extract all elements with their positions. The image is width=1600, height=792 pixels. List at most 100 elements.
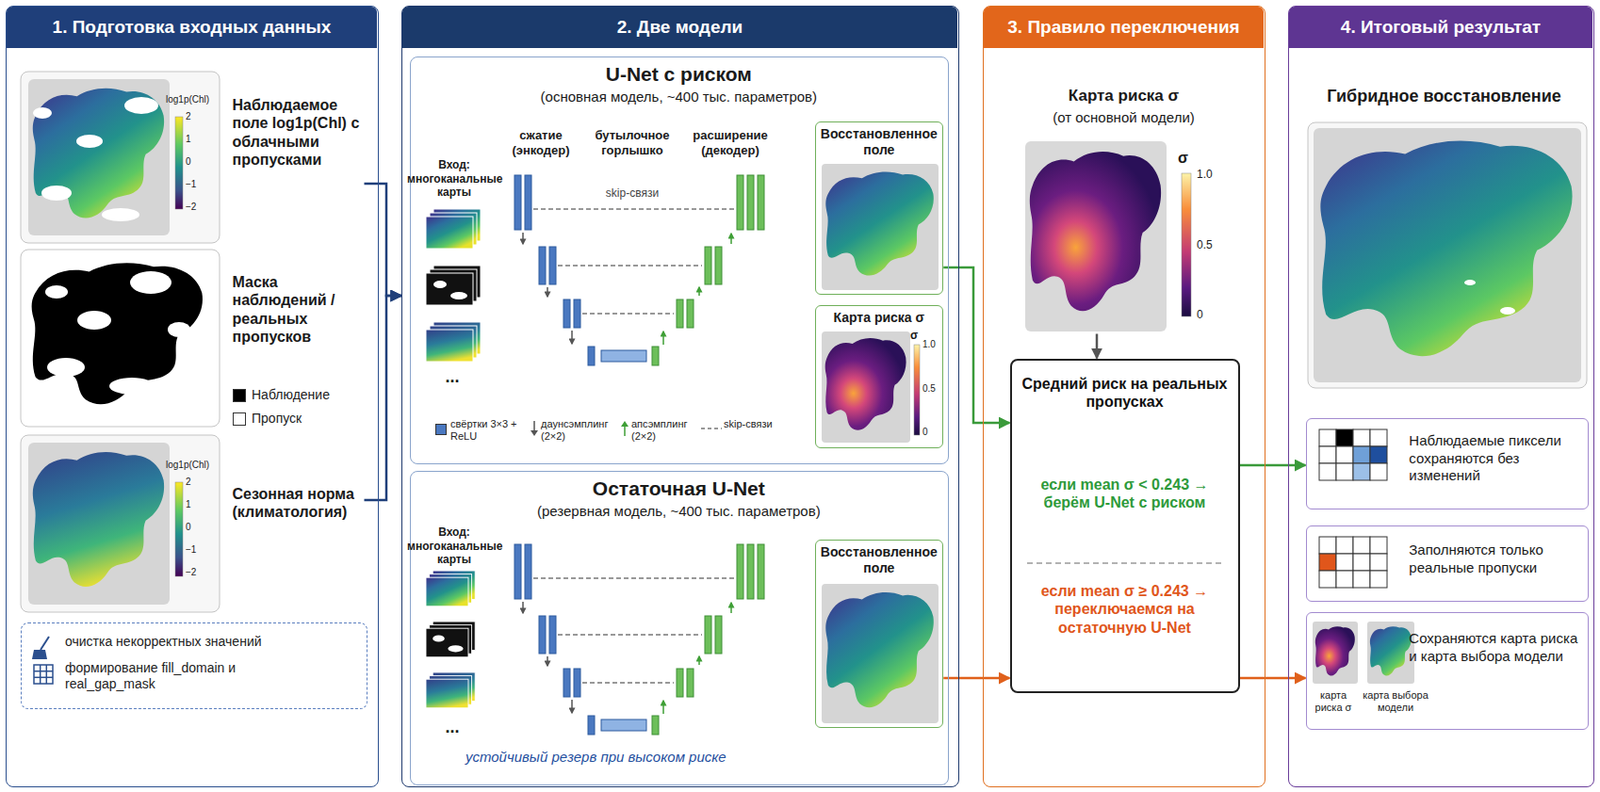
legend-text: даунсэмплинг (2×2) [540,418,617,444]
label: 1.0 [1196,167,1225,182]
legend-sample [529,420,539,438]
label: σ [1177,148,1197,168]
node-title: Восстановленное поле [816,544,942,577]
mask-map [77,310,112,330]
connector-arrow [1240,677,1307,681]
node-title: Гибридное восстановление [1300,86,1589,108]
pixel-grid [1336,446,1354,464]
climatology-map [28,442,170,605]
observed-map [32,107,52,119]
observed-map [20,71,220,244]
pixel-grid [1319,537,1337,555]
mask-map [109,377,155,395]
mask-map [167,322,191,338]
small-risk-map [1312,621,1358,685]
connector-arrow [364,295,403,501]
label: σ [910,328,924,343]
label: бутылочное горлышко [589,128,675,159]
hybrid-map [1320,140,1572,357]
mask-map [20,249,220,427]
mask-map [32,262,203,405]
observed-map [28,79,170,236]
decision-box: Средний риск на реальных пропускахесли m… [1010,359,1241,694]
reconstructed-map [821,584,939,724]
reconstructed-map [821,584,939,724]
hybrid-map [1307,122,1587,389]
label: 0.5 [922,383,944,395]
connector-arrow [1240,464,1307,468]
risk-map-panel: Карта риска σ (от основной модели) [998,82,1250,335]
climatology-map [20,435,220,613]
legend-text: апсэмплинг (2×2) [631,418,700,444]
mask-map [20,249,220,427]
node-title: Сезонная норма (климатология) [232,485,365,523]
divider-line [1027,562,1224,564]
arrow-shaft [533,421,536,432]
dashed-line [701,427,722,429]
node-text: если mean σ < 0.243 → берём U-Net с риск… [1021,475,1229,513]
label: 1.0 [922,339,944,351]
label: 0 [185,522,205,534]
label: 1 [185,499,205,511]
node-title: Карта риска σ [816,310,942,327]
risk-map [825,338,907,431]
panel-header: 1. Подготовка входных данных [6,6,377,49]
pixel-grid [1353,446,1371,464]
mask-map [47,358,85,377]
input-stack [425,209,481,362]
label: 0 [922,426,944,439]
node-text: формирование fill_domain и real_gap_mask [65,660,254,693]
hybrid-map [1313,128,1582,383]
label: log1p(Chl) [165,94,221,106]
result-box: Наблюдаемые пиксели сохраняются без изме… [1306,418,1589,510]
label: −1 [185,179,205,191]
broom-icon [32,636,49,660]
label: сжатие (энкодер) [498,128,584,159]
small-choice-map [1367,621,1415,685]
pixel-grid [1336,463,1354,481]
observed-map [124,97,159,115]
pixel-grid [1319,537,1388,588]
label: −2 [185,201,205,213]
legend-text: Наблюдение [251,387,356,404]
legend-swatch [232,412,246,426]
small-choice-map [1370,626,1412,676]
reconstructed-map [825,172,934,277]
arrow-shaft [623,425,626,437]
mask-map [130,271,172,294]
unet-drawing [514,175,765,366]
reconstructed-map [821,163,939,291]
observed-map [76,134,103,148]
broom-icon [32,650,48,660]
label: карта риска σ [1306,689,1361,716]
node-title: Карта риска σ [998,86,1250,107]
hybrid-map [1464,279,1476,286]
input-stack [425,571,475,709]
legend-sample [620,420,630,438]
pixel-grid [1319,429,1388,481]
connector-arrow [943,267,1010,424]
broom-icon [40,636,49,651]
pixel-grid [1319,446,1337,464]
risk-map [1181,173,1192,317]
pixel-grid [1336,554,1354,572]
observed-map [32,88,164,219]
grid-icon [39,665,42,685]
model-box: U-Net с риском(основная модель, ~400 тыс… [409,56,949,465]
risk-map [1025,141,1192,332]
grid-icon [33,665,53,685]
node-title: очистка некорректных значений [65,634,348,651]
node-text: (от основной модели) [998,109,1250,127]
node-text: (основная модель, ~400 тыс. параметров) [408,88,948,106]
climatology-map [32,452,164,588]
pixel-grid [1370,463,1388,481]
panel: 2. Две моделиU-Net с риском(основная мод… [401,5,960,788]
pixel-grid [1336,429,1354,447]
label: ... [428,367,476,389]
reconstructed-map [825,592,934,708]
risk-map [914,344,920,436]
node-title: Наблюдаемое поле log1p(Chl) с облачными … [232,96,365,170]
pixel-grid [1370,429,1388,447]
grid-icon [33,670,53,673]
node-title: Восстановленное поле [816,126,942,159]
